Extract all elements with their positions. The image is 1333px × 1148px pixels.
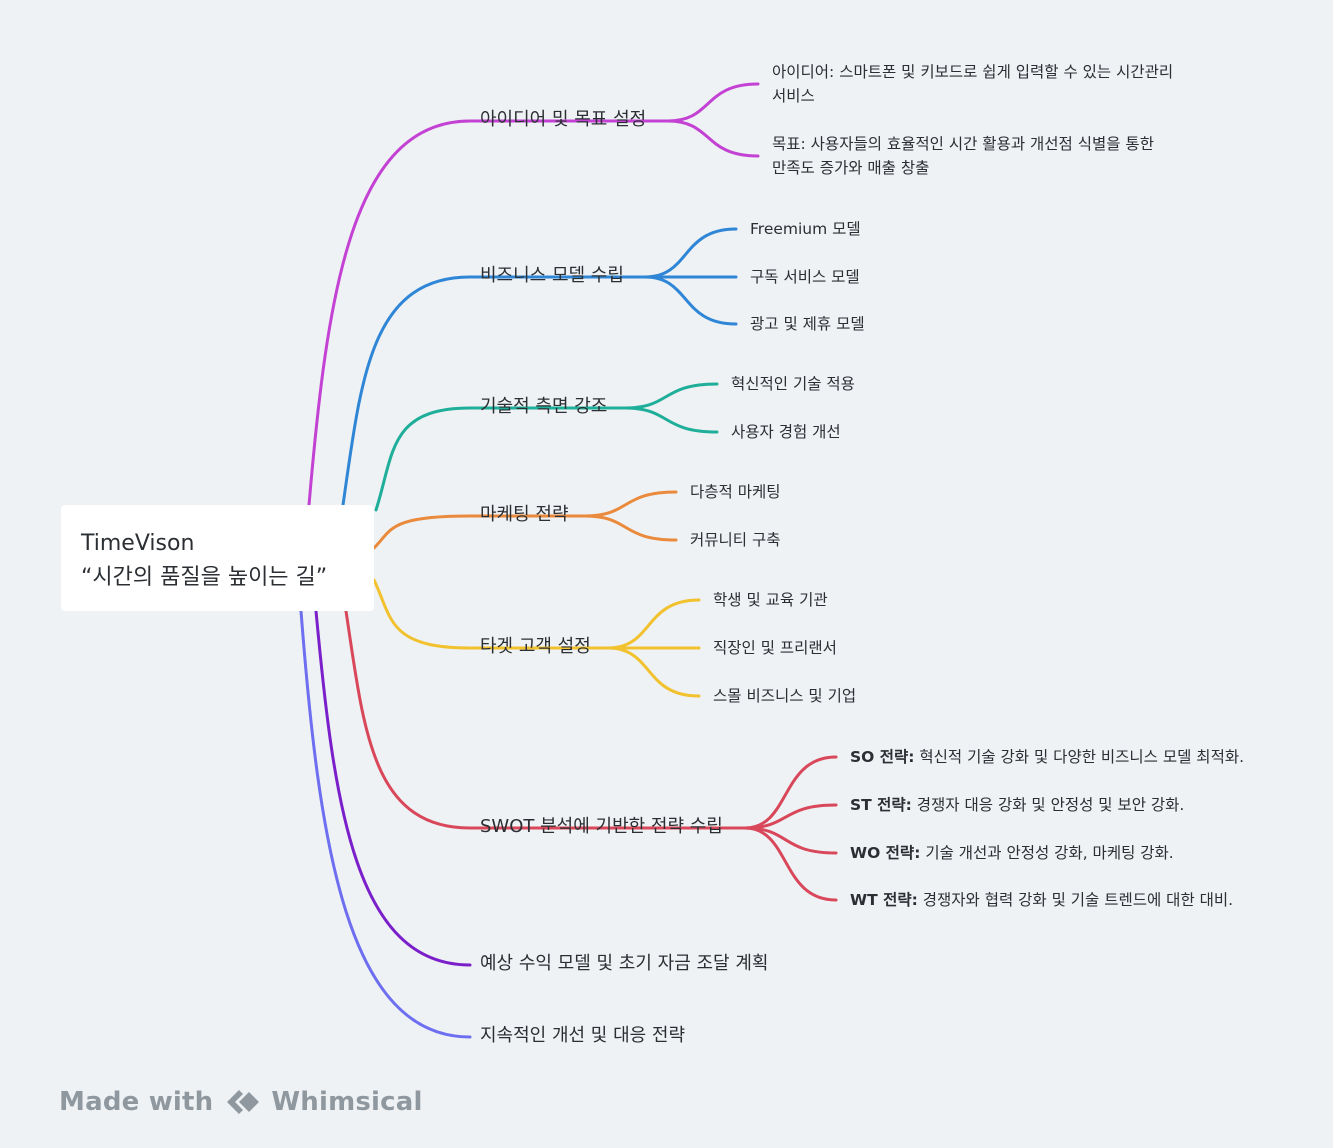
branch-link-6 [344,609,472,830]
made-with-label: Made with [59,1087,214,1117]
branch-link-2 [341,275,472,507]
leaf-node[interactable]: 커뮤니티 구축 [690,531,781,549]
branch-link-7 [314,609,472,967]
strategy-label: WO 전략: [850,844,921,862]
branch-node-8[interactable]: 지속적인 개선 및 대응 전략 [480,1025,686,1046]
leaf-node[interactable]: 사용자 경험 개선 [731,423,841,441]
leaf-link-4-2 [583,514,678,542]
branch-node-1[interactable]: 아이디어 및 목표 설정 [480,109,647,130]
branch-link-3 [374,406,472,512]
leaf-node[interactable]: 다층적 마케팅 [690,483,781,501]
strategy-label: SO 전략: [850,748,915,766]
leaf-node[interactable]: 학생 및 교육 기관 [713,591,828,609]
leaf-node[interactable]: 광고 및 제휴 모델 [750,315,865,333]
leaf-node[interactable]: 스몰 비즈니스 및 기업 [713,687,857,705]
leaf-link-6-4 [743,826,838,902]
branch-link-8 [299,609,472,1039]
leaf-link-2-1 [643,227,738,279]
made-with-footer[interactable]: Made with Whimsical [59,1085,423,1119]
leaf-node[interactable]: 직장인 및 프리랜서 [713,639,837,657]
strategy-text: 경쟁자 대응 강화 및 안정성 및 보안 강화. [911,796,1185,814]
leaf-text-line1: 아이디어: 스마트폰 및 키보드로 쉽게 입력할 수 있는 시간관리 [772,63,1174,81]
branch-link-1 [307,119,472,507]
leaf-text-line2: 서비스 [772,87,815,105]
branch-node-5[interactable]: 타겟 고객 설정 [480,636,591,657]
leaf-link-3-1 [623,382,719,410]
leaf-node[interactable]: 혁신적인 기술 적용 [731,375,855,393]
root-node[interactable]: TimeVison “시간의 품질을 높이는 길” [61,505,374,611]
leaf-link-3-2 [623,406,719,434]
leaf-link-5-1 [606,598,701,650]
strategy-label: ST 전략: [850,796,912,814]
leaf-text-line2: 만족도 증가와 매출 창출 [772,159,930,177]
leaf-link-4-1 [583,490,678,518]
strategy-label: WT 전략: [850,891,918,909]
branch-node-6[interactable]: SWOT 분석에 기반한 전략 수립 [480,816,723,837]
branch-link-5 [372,578,472,650]
leaf-link-5-3 [606,646,701,698]
branch-node-3[interactable]: 기술적 측면 강조 [480,396,608,417]
branch-link-4 [372,514,472,550]
branch-node-2[interactable]: 비즈니스 모델 수립 [480,265,624,286]
leaf-link-2-3 [643,275,738,326]
strategy-text: 혁신적 기술 강화 및 다양한 비즈니스 모델 최적화. [914,748,1245,766]
leaf-node[interactable]: WT 전략: 경쟁자와 협력 강화 및 기술 트렌드에 대한 대비. [850,888,1233,912]
branch-node-7[interactable]: 예상 수익 모델 및 초기 자금 조달 계획 [480,953,769,974]
whimsical-brand: Whimsical [271,1087,423,1117]
leaf-link-1-2 [666,119,760,158]
leaf-node[interactable]: 구독 서비스 모델 [750,268,860,286]
whimsical-logo-icon [227,1090,260,1114]
leaf-node[interactable]: SO 전략: 혁신적 기술 강화 및 다양한 비즈니스 모델 최적화. [850,745,1244,769]
branch-node-4[interactable]: 마케팅 전략 [480,504,569,525]
strategy-text: 기술 개선과 안정성 강화, 마케팅 강화. [920,844,1174,862]
leaf-link-6-2 [743,803,838,830]
leaf-node[interactable]: Freemium 모델 [750,220,861,238]
leaf-link-1-1 [666,82,760,123]
strategy-text: 경쟁자와 협력 강화 및 기술 트렌드에 대한 대비. [917,891,1234,909]
leaf-node[interactable]: ST 전략: 경쟁자 대응 강화 및 안정성 및 보안 강화. [850,793,1184,817]
root-title-line2: “시간의 품질을 높이는 길” [81,565,328,590]
leaf-node[interactable]: WO 전략: 기술 개선과 안정성 강화, 마케팅 강화. [850,841,1174,865]
leaf-text-line1: 목표: 사용자들의 효율적인 시간 활용과 개선점 식별을 통한 [772,135,1154,153]
root-title-line1: TimeVison [81,531,195,556]
leaf-link-6-1 [743,755,838,830]
